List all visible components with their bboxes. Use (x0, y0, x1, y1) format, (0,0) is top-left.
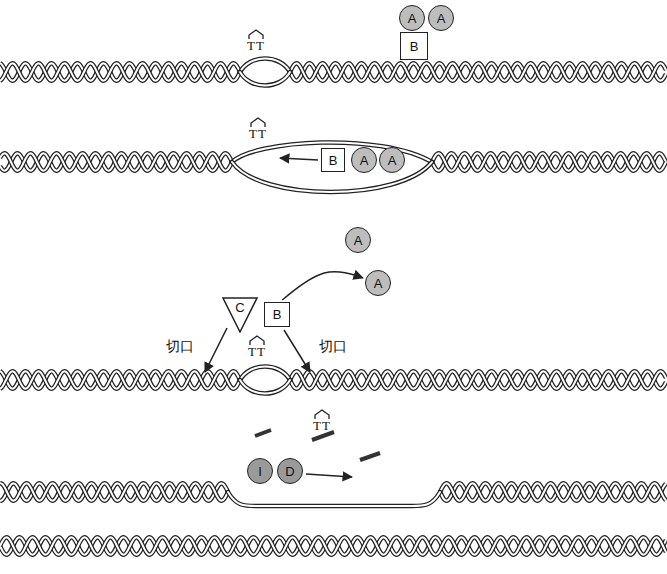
enzyme-circle: D (277, 458, 303, 484)
protein-box: B (400, 32, 428, 60)
dna-strand (440, 483, 666, 500)
dna-strand (290, 371, 666, 388)
dna-strand (0, 153, 232, 170)
release-arrow (306, 474, 352, 477)
dna-strand (0, 371, 240, 389)
incision-arrow (205, 328, 227, 372)
incision-arrow (284, 330, 310, 372)
dna-strand (0, 63, 240, 81)
dna-strand (0, 483, 228, 501)
protein-name: B (329, 154, 338, 167)
dna-strand (0, 483, 228, 501)
dna-strand (0, 483, 228, 501)
protein-name: C (235, 301, 244, 314)
dna-strand (0, 537, 666, 554)
protein-circle: A (365, 270, 391, 296)
dimer-label: TT (247, 39, 265, 52)
dna-strand (0, 153, 232, 170)
protein-circle: A (399, 5, 425, 31)
dna-strand (440, 483, 666, 500)
dna-strand (0, 371, 240, 389)
incision-label: 切口 (166, 339, 194, 353)
protein-name: A (374, 277, 383, 290)
dna-strand (290, 371, 666, 388)
dna-strand (290, 63, 666, 80)
dna-bubbles (228, 59, 440, 507)
dna-strand (0, 483, 228, 501)
protein-name: A (408, 12, 417, 25)
dna-strand (290, 371, 666, 388)
protein-name: A (388, 154, 397, 167)
dna-strand (432, 153, 666, 170)
dna-strand (0, 63, 240, 81)
dna-strand (290, 63, 666, 80)
dna-strand (432, 153, 666, 170)
dna-strand (432, 153, 666, 170)
protein-box: B (264, 302, 290, 327)
protein-circle: A (428, 5, 454, 31)
protein-circle: A (379, 147, 405, 173)
protein-circle: A (345, 227, 371, 253)
dna-helix (0, 63, 666, 555)
protein-name: B (273, 308, 282, 321)
protein-name: D (285, 465, 294, 478)
release-arrow (282, 272, 363, 300)
dna-strand (432, 153, 666, 170)
dna-strand (0, 63, 240, 81)
dimer-label: TT (248, 345, 266, 358)
dimer-label: TT (313, 419, 331, 432)
dna-strand (0, 371, 240, 389)
protein-circle: A (351, 147, 377, 173)
dna-strand (0, 63, 240, 81)
enzyme-circle: I (247, 458, 273, 484)
protein-name: I (258, 465, 262, 478)
protein-name: A (354, 234, 363, 247)
dna-strand (440, 483, 666, 500)
protein-name: A (360, 154, 369, 167)
scan-arrow (280, 158, 318, 160)
dna-strand (0, 537, 666, 554)
dna-strand (290, 63, 666, 80)
dna-strand (440, 483, 666, 500)
protein-box: B (321, 148, 345, 172)
dna-strand (0, 371, 240, 389)
protein-triangle: C (222, 297, 258, 333)
dna-strand (0, 537, 666, 554)
protein-name: B (410, 40, 419, 53)
dimer-label: TT (249, 127, 267, 140)
dna-strand (0, 537, 666, 554)
dna-fragment (255, 430, 380, 460)
dna-strand (0, 153, 232, 170)
dna-strand (290, 371, 666, 388)
protein-name: A (437, 12, 446, 25)
dna-strand (290, 63, 666, 80)
dimer-bond (249, 30, 329, 419)
dna-strand (0, 153, 232, 170)
incision-label: 切口 (319, 339, 347, 353)
